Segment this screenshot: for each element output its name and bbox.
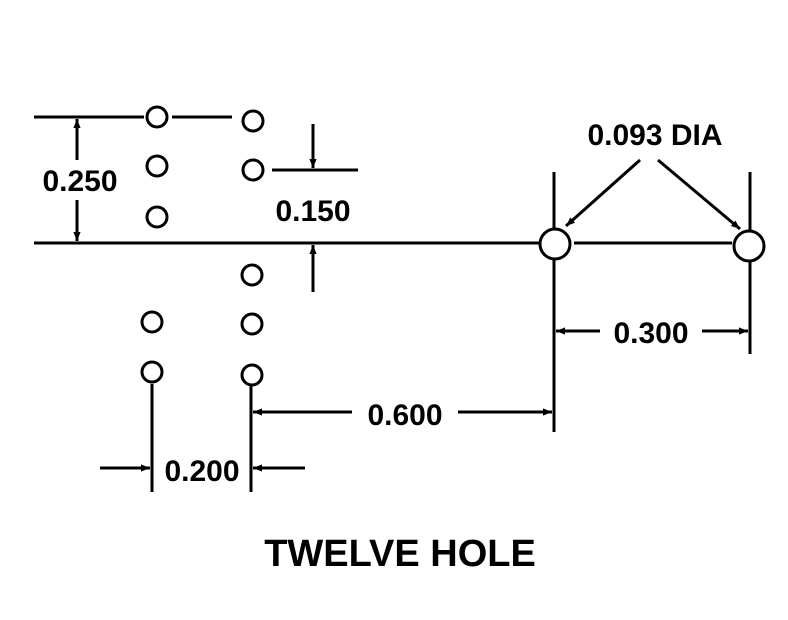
- hole: [240, 312, 264, 336]
- dim-label-0200: 0.200: [164, 455, 239, 488]
- drawing-caption: TWELVE HOLE: [264, 533, 536, 575]
- callout-leader-right: [657, 158, 741, 231]
- dim-label-0600: 0.600: [367, 399, 442, 432]
- hole: [145, 205, 169, 229]
- hole: [145, 105, 169, 129]
- hole: [145, 154, 169, 178]
- hole-large: [732, 229, 766, 263]
- hole: [241, 158, 265, 182]
- hole: [140, 360, 164, 384]
- callout-leader-left: [565, 158, 641, 228]
- dim-label-0150: 0.150: [275, 195, 350, 228]
- hole-large: [538, 227, 572, 261]
- hole: [240, 363, 264, 387]
- dim-label-0250: 0.250: [42, 165, 117, 198]
- hole: [140, 310, 164, 334]
- hole: [240, 263, 264, 287]
- hole-callout-label: 0.093 DIA: [587, 119, 722, 152]
- dim-label-0300: 0.300: [613, 317, 688, 350]
- hole: [241, 109, 265, 133]
